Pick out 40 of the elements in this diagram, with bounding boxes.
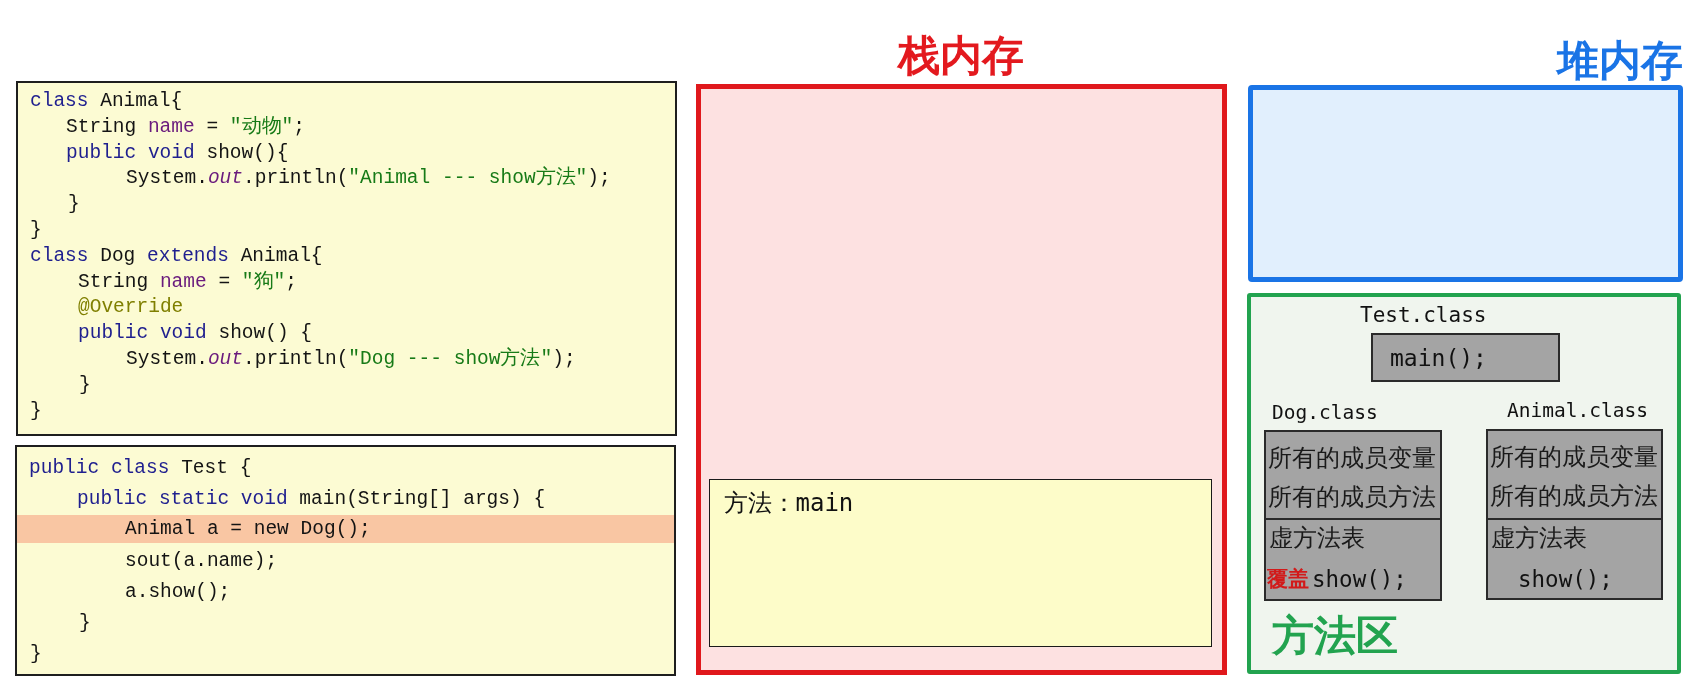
member-text: 所有的成员变量: [1490, 442, 1658, 472]
method-text: show();: [1312, 565, 1407, 593]
method-area-panel: [1247, 293, 1681, 674]
panel-heading: 栈内存: [898, 29, 1024, 82]
code-line: class Dog extends Animal{: [30, 243, 323, 269]
code-line: @Override: [78, 295, 184, 321]
override-label: 覆盖: [1267, 566, 1309, 592]
method-text: show();: [1518, 565, 1613, 593]
code-line: sout(a.name);: [125, 548, 278, 574]
code-line: }: [30, 398, 42, 424]
code-line: }: [79, 372, 91, 398]
code-line: }: [30, 641, 42, 667]
code-panel: [16, 81, 677, 436]
code-line: }: [68, 192, 80, 218]
code-line: public void show() {: [78, 321, 313, 347]
class-name-label: Test.class: [1360, 302, 1487, 328]
code-line: String name = "狗";: [78, 269, 297, 295]
class-name-label: Dog.class: [1272, 401, 1378, 425]
code-line: public static void main(String[] args) {: [77, 486, 546, 512]
panel-heading: 方法区: [1272, 609, 1398, 662]
code-line: }: [79, 610, 91, 636]
panel-heading: 堆内存: [1557, 34, 1683, 87]
code-panel: [15, 445, 676, 676]
code-line: public class Test {: [29, 455, 252, 481]
code-line: }: [30, 218, 42, 243]
code-line: System.out.println("Dog --- show方法");: [126, 347, 576, 372]
class-name-label: Animal.class: [1507, 399, 1648, 423]
member-text: 所有的成员变量: [1268, 443, 1436, 473]
code-line: System.out.println("Animal --- show方法");: [126, 166, 611, 192]
table-heading: 虚方法表: [1269, 523, 1365, 553]
table-heading: 虚方法表: [1491, 523, 1587, 553]
method-text: main();: [1390, 343, 1487, 373]
code-line: String name = "动物";: [66, 114, 305, 140]
member-text: 所有的成员方法: [1268, 482, 1436, 512]
code-line: public void show(){: [66, 140, 289, 166]
frame-label: 方法：main: [723, 487, 854, 518]
code-line: class Animal{: [30, 89, 183, 114]
code-line: a.show();: [125, 579, 231, 605]
member-text: 所有的成员方法: [1490, 481, 1658, 511]
stack-frame-box: [709, 479, 1212, 647]
